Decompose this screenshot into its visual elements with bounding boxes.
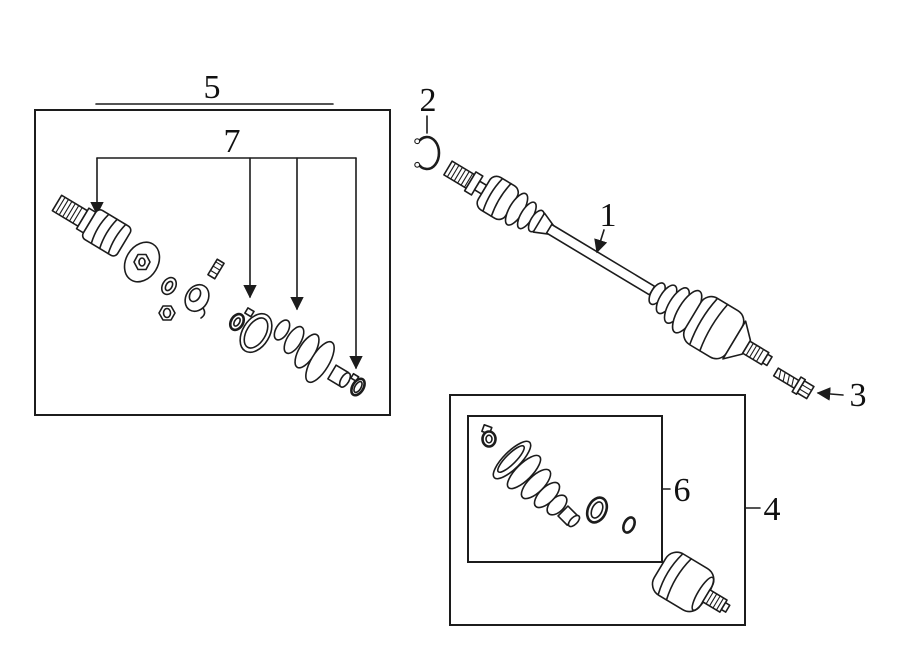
part-label-6: 6 (674, 472, 691, 509)
outer-joint-kit-box (34, 109, 391, 416)
boot-kit-ring-cap (585, 496, 609, 524)
part-label-4: 4 (764, 491, 781, 528)
small-boot-clamp (350, 372, 366, 397)
boot-kit-boot (492, 440, 581, 528)
part-3-arrow (816, 387, 844, 401)
boot-kit-parts (481, 424, 636, 534)
part-label-5: 5 (204, 69, 221, 106)
part-label-2: 2 (420, 82, 437, 119)
hub-bolt (772, 367, 815, 400)
inner-cv-joint (651, 551, 731, 613)
nut (158, 305, 176, 321)
part-label-7: 7 (224, 123, 241, 160)
part-label-3: 3 (850, 377, 867, 414)
snap-ring (414, 135, 441, 171)
washer (160, 276, 178, 296)
part-1-arrow (594, 229, 608, 254)
part-label-1: 1 (600, 197, 617, 234)
large-boot-clamp (239, 307, 273, 354)
boot-kit-small-ring (622, 516, 636, 534)
part-7-bracket (90, 157, 363, 370)
boot-kit-clamp (481, 424, 497, 448)
small-ring (228, 312, 246, 332)
boot-kit-box (467, 415, 663, 563)
retaining-clip (207, 258, 225, 280)
outer-cv-joint-exploded (51, 194, 366, 397)
joint-cage (184, 283, 210, 319)
inner-race (123, 241, 161, 283)
outer-joint-stub-housing (51, 194, 132, 257)
cv-boot (273, 319, 352, 388)
axle-shaft-assembly (443, 160, 773, 367)
